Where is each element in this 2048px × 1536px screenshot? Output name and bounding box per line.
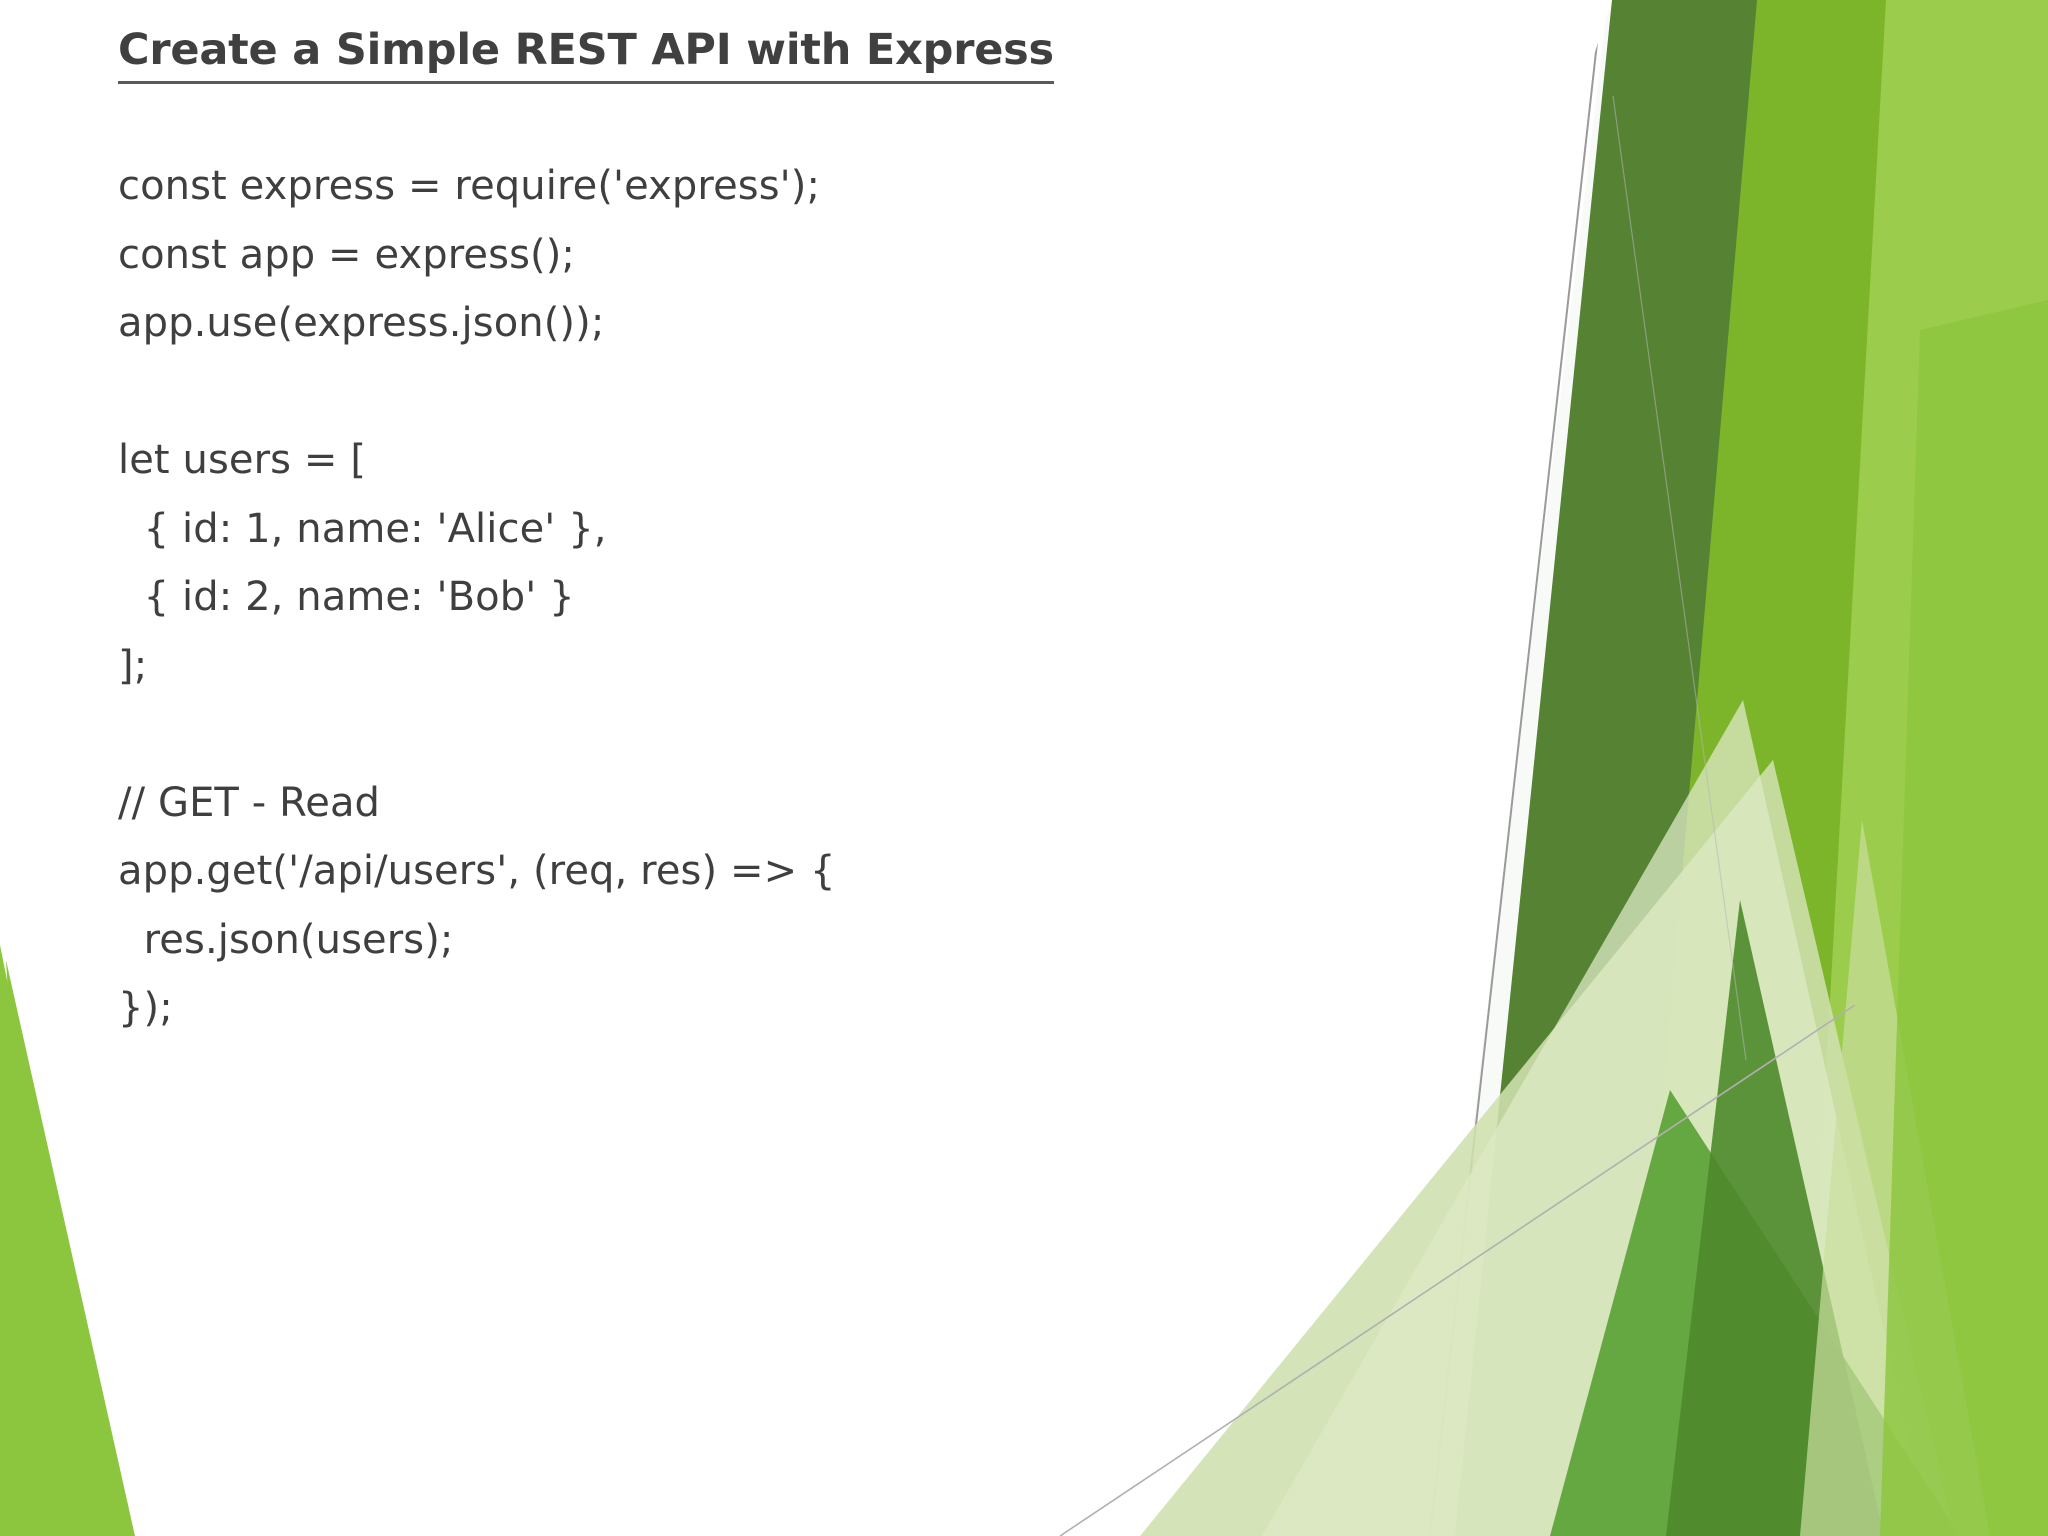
code-line-blank (118, 358, 1438, 427)
far-right-bright-facet (1880, 300, 2048, 1536)
title-block: Create a Simple REST API with Express (118, 25, 1468, 84)
left-green-wedge (0, 945, 118, 1536)
code-line: ]; (118, 642, 148, 689)
left-green-wedge-inner (6, 960, 135, 1536)
code-line: }); (118, 985, 173, 1031)
code-line: { id: 1, name: 'Alice' }, (118, 505, 607, 552)
code-listing: const express = require('express'); cons… (118, 152, 1438, 1043)
code-line: { id: 2, name: 'Bob' } (118, 574, 575, 620)
right-mid-green-band (1556, 0, 1886, 1536)
code-line: // GET - Read (118, 779, 381, 826)
code-line-blank (118, 700, 1438, 769)
hairline-diagonal-long (1059, 1004, 1856, 1536)
hairline-diagonal-upper (1612, 95, 1747, 1061)
hairline-diagonal-top (1429, 15, 1601, 1536)
lower-right-dark-facet (1666, 900, 1884, 1536)
code-line: let users = [ (118, 437, 367, 483)
code-line: app.use(express.json()); (118, 300, 605, 346)
page-title: Create a Simple REST API with Express (118, 25, 1054, 84)
code-line: res.json(users); (118, 916, 454, 963)
code-line: app.get('/api/users', (req, res) => { (118, 848, 836, 894)
top-right-white-notch (1570, 0, 1612, 110)
light-translucent-band (1800, 820, 1990, 1536)
code-line: const app = express(); (118, 231, 576, 278)
dark-band-white-sliver (1418, 0, 1612, 1536)
code-line: const express = require('express'); (118, 163, 821, 209)
lower-right-green-shape (1550, 1090, 1960, 1536)
right-dark-green-band (1424, 0, 1757, 1536)
right-light-green-column (1742, 0, 2048, 1536)
